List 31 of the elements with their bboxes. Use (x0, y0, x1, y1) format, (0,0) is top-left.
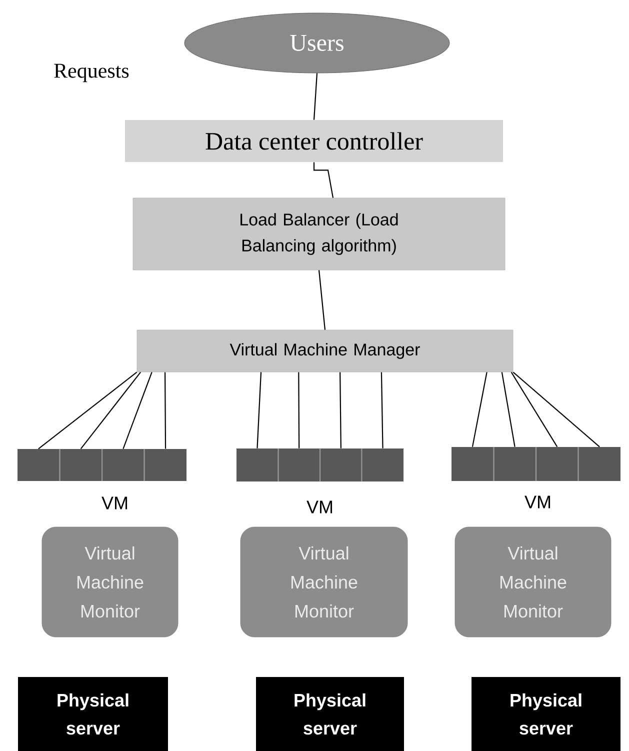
vm-bar (452, 447, 620, 481)
connector-line (340, 372, 342, 448)
connector-line (472, 372, 488, 447)
connector-line (313, 162, 334, 198)
monitor-box: Virtual Machine Monitor (240, 526, 408, 638)
vm-label: VM (524, 496, 550, 508)
connector-line (122, 372, 152, 449)
vm-label: VM (102, 496, 128, 510)
process-box: Virtual Machine Manager (136, 330, 514, 372)
connector-line (510, 372, 558, 448)
connector-line (512, 372, 600, 448)
vm-bar (236, 448, 404, 482)
requests-label: Requests (54, 64, 129, 82)
vm-bar (18, 449, 186, 481)
monitor-box: Virtual Machine Monitor (454, 526, 612, 638)
controller-box: Data center controller (125, 120, 503, 162)
vm-label: VM (306, 500, 332, 514)
connector-line (80, 372, 141, 450)
process-box: Load Balancer (Load Balancing algorithm) (132, 198, 506, 270)
connector-line (298, 372, 300, 448)
server-box: Physical server (256, 677, 404, 751)
connector-line (164, 372, 166, 449)
server-box: Physical server (18, 677, 168, 751)
connector-line (256, 372, 262, 448)
connector-line (380, 372, 384, 448)
connector-line (318, 270, 326, 330)
connector-line (501, 372, 516, 447)
monitor-box: Virtual Machine Monitor (42, 526, 178, 638)
connector-line (313, 73, 318, 120)
connector-line (38, 372, 138, 450)
server-box: Physical server (472, 677, 620, 751)
